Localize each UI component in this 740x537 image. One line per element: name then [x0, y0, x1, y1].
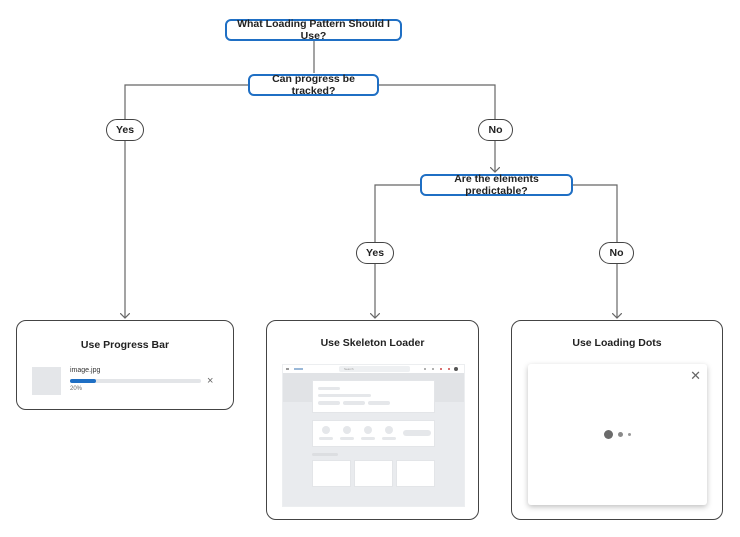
skeleton-line: [318, 387, 340, 390]
toolbar-icon: [432, 368, 434, 370]
progress-fill: [70, 379, 97, 383]
progress-track: [70, 379, 201, 383]
logo: [294, 368, 303, 370]
outcome-loading-dots-title: Use Loading Dots: [572, 337, 662, 349]
menu-icon: [286, 368, 289, 370]
outcome-progress-bar: Use Progress Bar image.jpg 20% ×: [16, 320, 234, 410]
skeleton-tile: [396, 460, 435, 487]
skeleton-card: [312, 380, 435, 413]
skeleton-body: [283, 373, 464, 506]
answer-yes-predictable-label: Yes: [365, 247, 385, 259]
file-name: image.jpg: [70, 367, 101, 374]
toolbar-icon: [424, 368, 426, 370]
question-elements-predictable-text: Are the elements predictable?: [454, 173, 539, 197]
skeleton-line: [361, 437, 375, 440]
outcome-skeleton-loader-title: Use Skeleton Loader: [320, 337, 425, 349]
image-thumbnail: [32, 367, 61, 395]
search-placeholder: Search: [344, 367, 354, 371]
answer-no-predictable-label: No: [609, 247, 624, 259]
answer-no-progress-label: No: [488, 124, 503, 136]
outcome-skeleton-loader: Use Skeleton Loader Search: [266, 320, 479, 520]
question-elements-predictable: Are the elements predictable?: [420, 173, 573, 197]
avatar: [454, 367, 458, 371]
skeleton-line: [368, 401, 390, 405]
loading-dot-large: [604, 430, 613, 439]
loading-dot-small: [628, 433, 631, 436]
answer-yes-predictable: Yes: [356, 242, 394, 264]
skeleton-line: [319, 437, 333, 440]
root-question: What Loading Pattern Should I Use?: [225, 18, 402, 42]
skeleton-line: [312, 453, 338, 456]
progress-percent: 20%: [70, 386, 83, 392]
skeleton-avatar: [322, 426, 330, 434]
skeleton-line: [340, 437, 354, 440]
question-progress-tracked: Can progress be tracked?: [248, 73, 379, 97]
skeleton-card: [312, 420, 435, 447]
skeleton-avatar: [343, 426, 351, 434]
skeleton-button: [403, 430, 431, 436]
cancel-upload-icon[interactable]: ×: [207, 375, 214, 387]
close-icon[interactable]: ✕: [690, 368, 701, 383]
notification-icon: [448, 368, 450, 370]
search-field: Search: [339, 366, 410, 372]
modal-dialog: ✕: [528, 364, 707, 505]
skeleton-line: [318, 401, 340, 405]
skeleton-tile: [312, 460, 351, 487]
answer-yes-progress: Yes: [106, 119, 144, 141]
skeleton-screen: Search: [282, 364, 465, 507]
root-question-text: What Loading Pattern Should I Use?: [237, 18, 390, 42]
answer-no-progress: No: [478, 119, 513, 141]
skeleton-tile: [354, 460, 393, 487]
answer-yes-progress-label: Yes: [115, 124, 135, 136]
skeleton-line: [382, 437, 396, 440]
skeleton-avatar: [385, 426, 393, 434]
notification-icon: [440, 368, 442, 370]
question-progress-tracked-text: Can progress be tracked?: [272, 73, 355, 97]
skeleton-avatar: [364, 426, 372, 434]
outcome-progress-bar-title: Use Progress Bar: [80, 339, 170, 351]
answer-no-predictable: No: [599, 242, 634, 264]
skeleton-line: [318, 394, 371, 397]
loading-dot-medium: [618, 432, 623, 437]
skeleton-line: [343, 401, 365, 405]
outcome-loading-dots: Use Loading Dots ✕: [511, 320, 723, 520]
